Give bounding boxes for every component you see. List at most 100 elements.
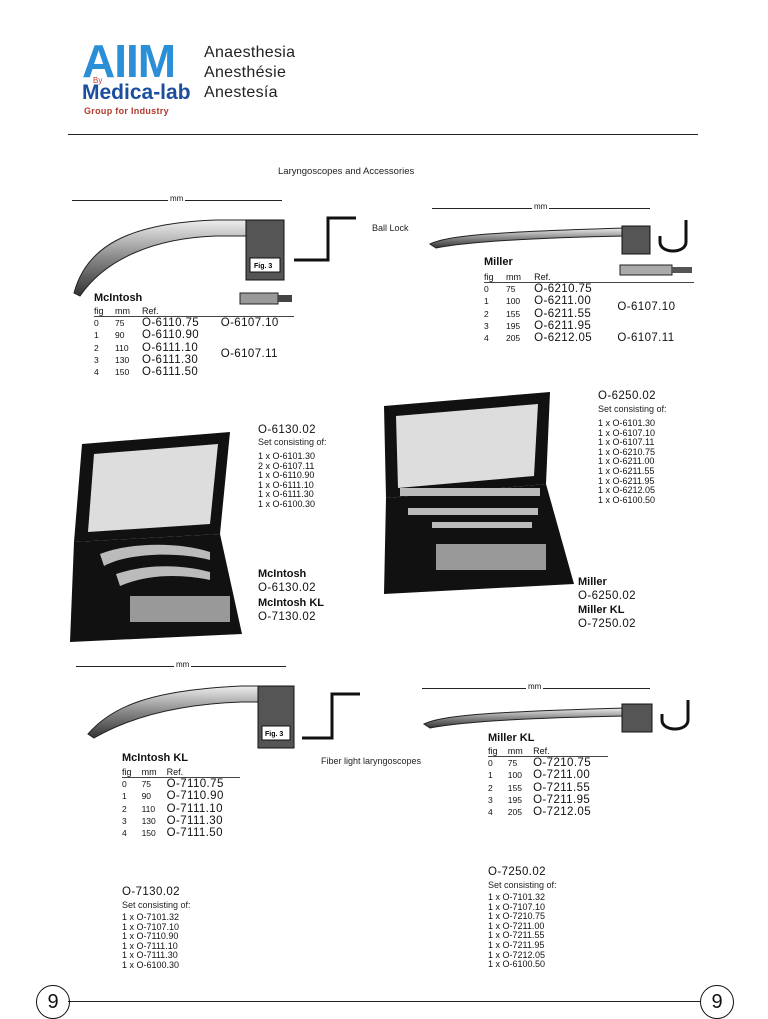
table-row: 3 130 O-6111.30: [94, 353, 199, 366]
set-item-list: 1 x O-6101.30 2 x O-6107.11 1 x O-6110.9…: [258, 451, 316, 510]
list-item: 1 x O-6100.30: [258, 498, 316, 509]
set-caption-code-kl: O-7250.02: [578, 618, 636, 630]
table-row: 2 155 O-6211.55: [484, 307, 592, 320]
header-rule: [68, 134, 698, 135]
set-caption-title-kl: McIntosh KL: [258, 597, 324, 609]
logo-tagline: Group for Industry: [84, 106, 169, 116]
mcintosh-title: McIntosh: [94, 292, 143, 304]
dimension-label: mm: [174, 660, 192, 669]
set-label: Set consisting of:: [258, 437, 327, 447]
fiber-label: Fiber light laryngoscopes: [321, 756, 422, 766]
set-code: O-6250.02: [598, 390, 656, 402]
list-item: 1 x O-6210.75: [598, 446, 656, 457]
miller-set-case-image: [384, 392, 574, 594]
list-item: 1 x O-7211.00: [488, 920, 545, 931]
mcintosh-set-case-image: [70, 432, 242, 642]
miller-blade-image: [429, 225, 651, 255]
table-header: fig mm Ref.: [484, 272, 694, 283]
list-item: 1 x O-6211.55: [598, 465, 655, 476]
miller-kl-title: Miller KL: [488, 732, 535, 744]
fiber-lock-icon: [302, 692, 360, 740]
set-item-list: 1 x O-6101.30 1 x O-6107.10 1 x O-6107.1…: [598, 418, 656, 505]
handle-code: O-6107.10: [617, 301, 676, 314]
footer-rule: [68, 1001, 700, 1002]
page-number-left: 9: [36, 985, 70, 1019]
table-row: 0 75 O-6110.75 O-6107.10: [94, 317, 294, 330]
logo-aiim: AIIM: [82, 35, 176, 87]
list-item: 1 x O-6100.50: [488, 959, 546, 970]
mcintosh-blade-image: Fig. 3: [73, 219, 285, 297]
table-row: 1 90 O-6110.90: [94, 329, 200, 342]
miller-kl-hook-icon: [660, 700, 690, 731]
list-item: 1 x O-7212.05: [488, 949, 546, 960]
list-item: 1 x O-7107.10: [122, 921, 180, 932]
language-en: Anaesthesia: [204, 44, 296, 61]
list-item: 1 x O-7211.95: [488, 939, 545, 950]
col-mm: mm: [115, 306, 142, 317]
fig-label: Fig. 3: [254, 263, 272, 270]
table-row: 2 110 O-6111.10 O-6107.11: [94, 342, 294, 360]
set-caption-code: O-6130.02: [258, 582, 316, 594]
set-caption-title: McIntosh: [258, 568, 307, 580]
handle-code: O-6107.11: [617, 332, 675, 345]
set-caption-code-kl: O-7130.02: [258, 611, 316, 623]
list-item: 1 x O-6211.00: [598, 456, 655, 467]
page-number-right: 9: [700, 985, 734, 1019]
table-row: 0 75 O-6210.75 O-6107.10: [484, 283, 694, 313]
list-item: 1 x O-7111.30: [122, 950, 178, 961]
list-item: 1 x O-6107.10: [598, 427, 656, 438]
mcintosh-kl-title: McIntosh KL: [122, 752, 188, 764]
list-item: 1 x O-7210.75: [488, 911, 546, 922]
logo-by: By: [93, 76, 103, 85]
list-item: 1 x O-6107.11: [598, 437, 655, 448]
list-item: 1 x O-7211.55: [488, 930, 545, 941]
fig-label: Fig. 3: [265, 731, 283, 738]
list-item: 1 x O-6110.90: [258, 470, 315, 481]
miller-title: Miller: [484, 256, 513, 268]
set-label: Set consisting of:: [488, 880, 557, 890]
list-item: 1 x O-7110.90: [122, 931, 179, 942]
table-header: fig mm Ref.: [94, 306, 294, 317]
miller-hook-icon: [658, 220, 688, 253]
list-item: 1 x O-7107.10: [488, 901, 546, 912]
set-code: O-6130.02: [258, 424, 316, 436]
set-label: Set consisting of:: [598, 404, 667, 414]
handle-code: O-6107.11: [220, 347, 278, 360]
list-item: 1 x O-6101.30: [258, 451, 316, 461]
col-fig: fig: [94, 306, 116, 317]
table-row: 4 205 O-6212.05 O-6107.11: [484, 332, 694, 344]
set-caption-code: O-6250.02: [578, 590, 636, 602]
dimension-label: mm: [526, 682, 544, 691]
table-header: fig mm Ref.: [122, 767, 240, 778]
section-title: Laryngoscopes and Accessories: [278, 166, 415, 177]
list-item: 2 x O-6107.11: [258, 460, 315, 471]
table-row: 4 150 O-6111.50: [94, 366, 199, 379]
set-item-list: 1 x O-7101.32 1 x O-7107.10 1 x O-7210.7…: [488, 892, 546, 970]
list-item: 1 x O-6111.30: [258, 489, 314, 500]
ball-lock-icon: [294, 216, 356, 262]
set-code: O-7250.02: [488, 866, 546, 878]
list-item: 1 x O-6100.50: [598, 494, 656, 505]
list-item: 1 x O-7101.32: [488, 892, 546, 902]
list-item: 1 x O-6211.95: [598, 475, 655, 486]
dimension-label: mm: [532, 202, 550, 211]
list-item: 1 x O-6100.30: [122, 959, 180, 970]
language-es: Anestesía: [204, 84, 278, 101]
mcintosh-bulb-image: [239, 292, 292, 305]
mcintosh-kl-blade-image: Fig. 3: [87, 685, 295, 749]
miller-table: fig mm Ref. 0 75 O-6210.75 O-6107.10 1 1…: [484, 272, 694, 344]
language-fr: Anesthésie: [204, 64, 287, 81]
set-item-list: 1 x O-7101.32 1 x O-7107.10 1 x O-7110.9…: [122, 912, 180, 971]
